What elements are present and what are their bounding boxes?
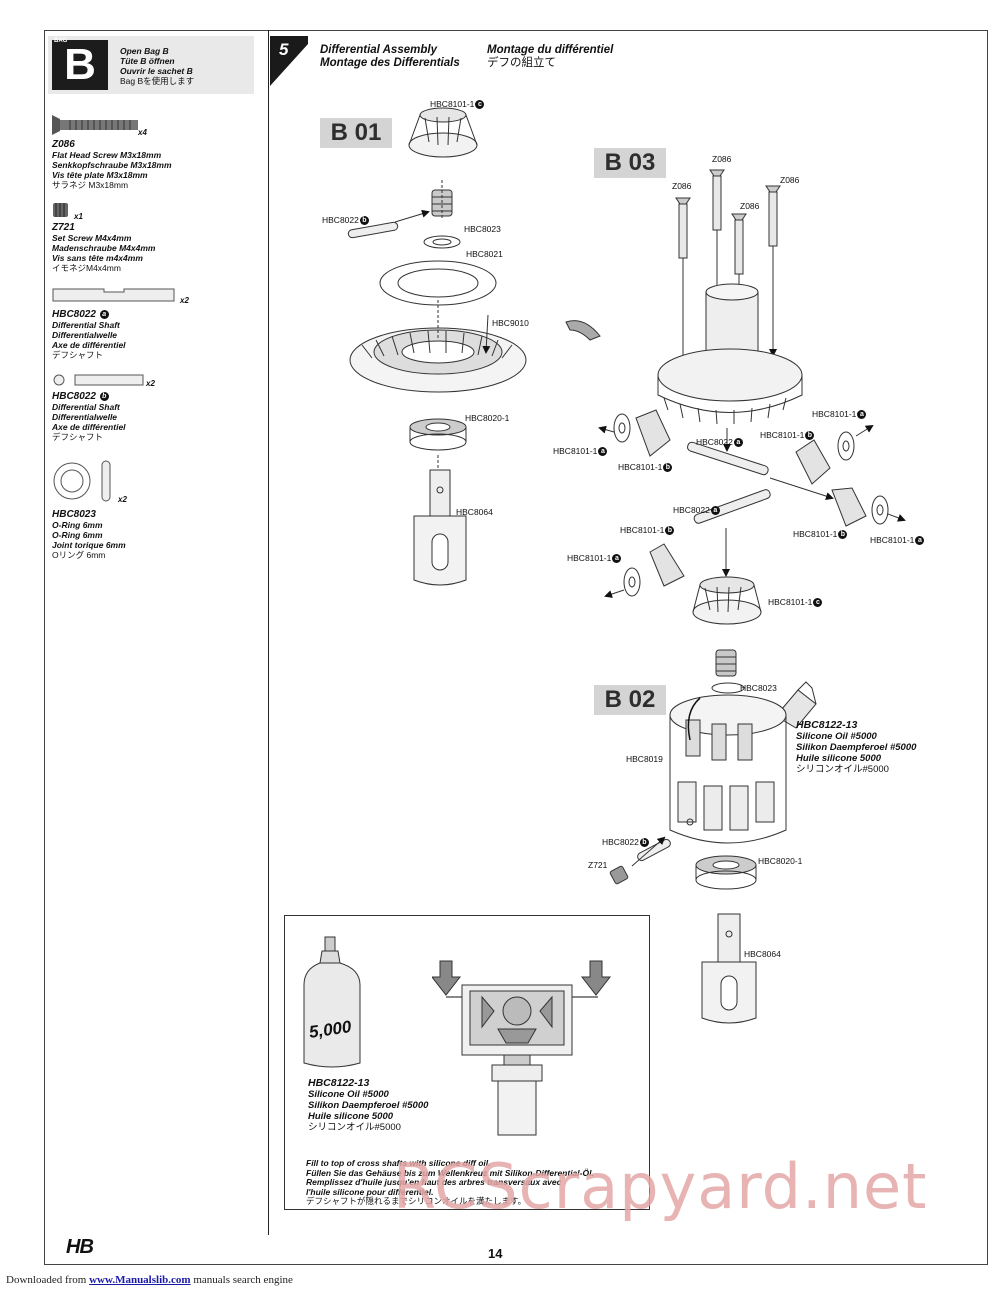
screws-b03 xyxy=(675,169,781,275)
step-number: 5 xyxy=(279,40,289,59)
oil-fill-instructions: Fill to top of cross shafts with silicon… xyxy=(306,1158,594,1206)
label-hbc8023-b02: HBC8023 xyxy=(740,683,777,693)
differential-shaft-long-icon xyxy=(52,288,175,302)
label-z086-4: Z086 xyxy=(740,201,760,211)
outdrive-b02 xyxy=(701,913,757,1024)
silicone-oil-note-inset: HBC8122-13 Silicone Oil #5000 Silikon Da… xyxy=(308,1077,429,1134)
part-qty: x2 xyxy=(118,495,127,504)
label-hbc9010: HBC9010 xyxy=(492,318,529,328)
diff-case-b02 xyxy=(669,694,787,844)
manualslib-link[interactable]: www.Manualslib.com xyxy=(89,1274,191,1286)
label-hbc8064-b02: HBC8064 xyxy=(744,949,781,959)
label-z721: Z721 xyxy=(588,860,608,870)
oil-bottle-icon xyxy=(303,936,361,1068)
bag-letter: B xyxy=(52,40,108,90)
part-hbc8023: HBC8023 O-Ring 6mm O-Ring 6mm Joint tori… xyxy=(52,509,126,560)
label-hbc8020-1-b02: HBC8020-1 xyxy=(758,856,803,866)
ring-gear-assembly-b03 xyxy=(657,283,803,425)
substep-b02-badge: B 02 xyxy=(594,685,666,715)
part-hbc8022-b: HBC8022 b Differential Shaft Differentia… xyxy=(52,391,126,442)
outdrive-b01 xyxy=(413,469,467,586)
bevel-gear-b03 xyxy=(692,576,762,625)
badge-a: a xyxy=(99,309,109,319)
oil-fill-inset xyxy=(284,915,650,1210)
step-title-en-de: Differential Assembly Montage des Differ… xyxy=(320,44,460,69)
label-hbc8020-1-b01: HBC8020-1 xyxy=(465,413,510,423)
bag-tiny-label: BAG xyxy=(54,38,68,44)
column-divider xyxy=(268,30,269,1235)
substep-b01-badge: B 01 xyxy=(320,118,392,148)
brand-logo: HB xyxy=(66,1236,94,1258)
label-z086-3: Z086 xyxy=(780,175,800,185)
silicone-oil-note-right: HBC8122-13 Silicone Oil #5000 Silikon Da… xyxy=(796,719,917,776)
label-hbc8021: HBC8021 xyxy=(466,249,503,259)
part-qty: x4 xyxy=(138,128,147,137)
ring-gear-b01 xyxy=(349,327,527,393)
exploded-view-diagram xyxy=(347,107,906,890)
page-frame xyxy=(44,30,988,1265)
differential-shaft-short-icon xyxy=(53,374,144,386)
part-qty: x2 xyxy=(146,379,155,388)
badge-b: b xyxy=(99,391,109,401)
substep-b03-badge: B 03 xyxy=(594,148,666,178)
spider-gears-b03 xyxy=(598,409,906,598)
label-hbc8019: HBC8019 xyxy=(626,754,663,764)
step-number-tab xyxy=(270,36,308,86)
part-qty: x1 xyxy=(74,212,83,221)
label-z086-2: Z086 xyxy=(672,181,692,191)
bevel-gear-top-b01 xyxy=(408,107,478,158)
watermark: RCScrapyard.net xyxy=(393,1150,928,1223)
flat-head-screw-icon xyxy=(52,115,138,135)
label-hbc8023-b01: HBC8023 xyxy=(464,224,501,234)
part-z721: Z721 Set Screw M4x4mm Madenschraube M4x4… xyxy=(52,222,156,273)
set-screw-icon xyxy=(53,203,68,217)
step-title-fr-jp: Montage du différentiel デフの組立て xyxy=(487,44,614,69)
diff-cutaway-diagram xyxy=(432,960,612,1136)
page-number: 14 xyxy=(488,1246,503,1261)
label-hbc8064-b01: HBC8064 xyxy=(456,507,493,517)
bag-instructions: Open Bag B Tüte B öffnen Ouvrir le sache… xyxy=(120,46,195,86)
part-qty: x2 xyxy=(180,296,189,305)
part-hbc8022-a: HBC8022 a Differential Shaft Differentia… xyxy=(52,309,126,360)
label-z086-1: Z086 xyxy=(712,154,732,164)
part-z086: Z086 Flat Head Screw M3x18mm Senkkopfsch… xyxy=(52,139,172,190)
o-ring-icon xyxy=(53,460,111,502)
download-footer: Downloaded from www.Manualslib.com manua… xyxy=(6,1274,293,1286)
